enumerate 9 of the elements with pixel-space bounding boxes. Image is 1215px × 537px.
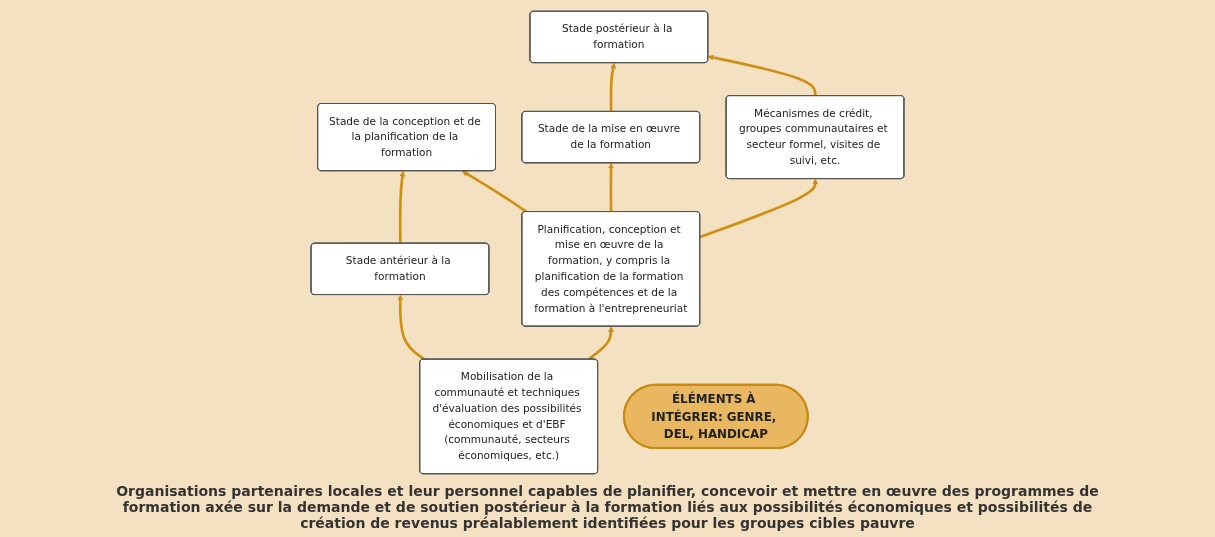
arrow [608,162,614,212]
summary-text: Organisations partenaires locales et leur personnel capables de planifier, concevoir et mettre en œuvre des programmes de formation axée sur la demande et de soutien postérieur à la formation liés aux possibilités économiques et possibilités de création de revenus préalablement identifiées pour les groupes cibles pauvre [115,483,1100,531]
arrow [699,178,819,239]
arrow [397,294,426,361]
arrow [398,170,406,244]
arrow [462,170,528,213]
arrow [609,62,616,112]
arrow [587,326,614,361]
arrow [707,54,817,96]
